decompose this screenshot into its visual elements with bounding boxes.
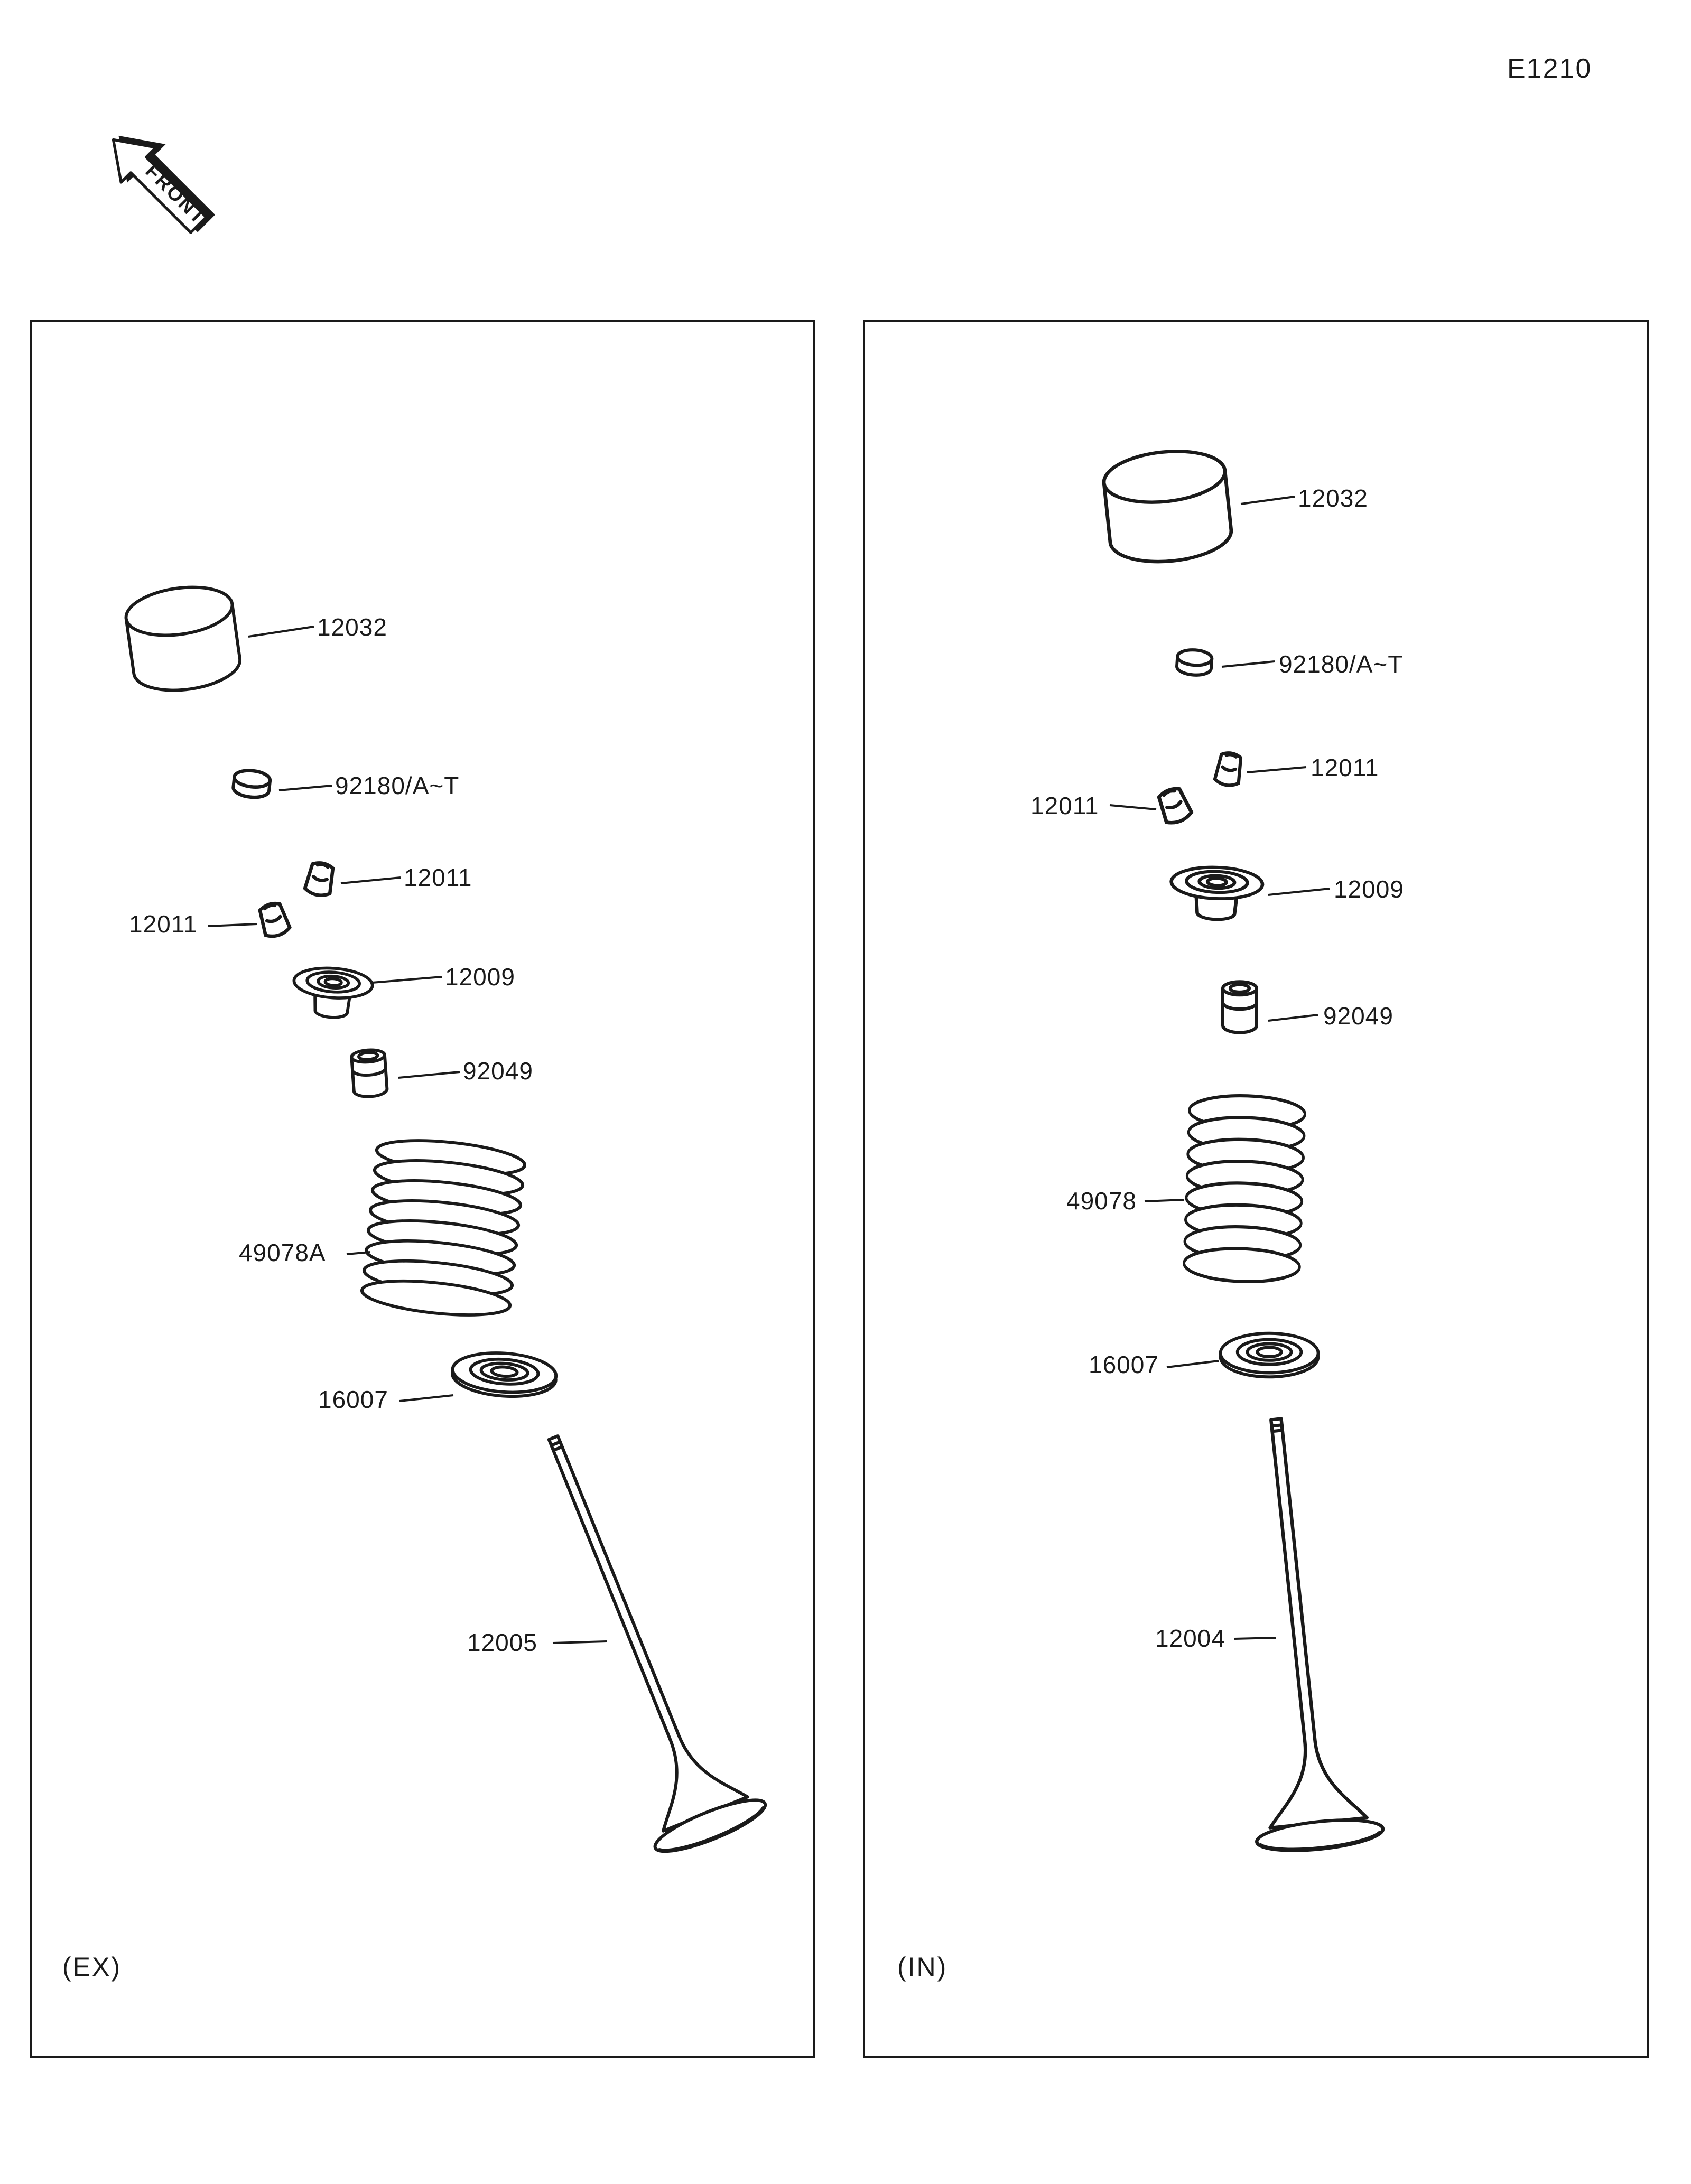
part-label-spring-retainer: 12009 [445, 963, 515, 991]
part-label-stem-seal: 92049 [463, 1057, 533, 1085]
exhaust-valve-lifter-drawing [113, 571, 254, 713]
part-label-valve-lifter: 12032 [317, 613, 387, 641]
part-label-valve-spring: 49078 [1066, 1187, 1137, 1215]
panel-caption-exhaust: (EX) [62, 1952, 122, 1982]
panel-caption-intake: (IN) [897, 1952, 948, 1982]
exhaust-spring-retainer-drawing [287, 958, 378, 1032]
part-label-spring-seat: 16007 [318, 1386, 388, 1413]
intake-valve-spring-drawing [1178, 1090, 1311, 1287]
part-label-valve-spring: 49078A [239, 1239, 326, 1266]
part-label-keeper-left: 12011 [129, 910, 198, 938]
part-label-keeper-right: 12011 [404, 864, 472, 891]
part-label-intake-valve: 12004 [1155, 1625, 1225, 1652]
intake-keeper-right-drawing [1208, 746, 1250, 794]
part-label-valve-lifter: 12032 [1298, 484, 1368, 512]
part-label-stem-seal: 92049 [1323, 1002, 1393, 1030]
intake-valve-lifter-drawing [1090, 435, 1245, 584]
exhaust-spring-seat-drawing [446, 1342, 562, 1410]
exhaust-valve-spring-drawing [354, 1131, 533, 1324]
intake-stem-seal-drawing [1212, 976, 1267, 1040]
intake-spring-seat-drawing [1216, 1326, 1322, 1386]
part-label-keeper-left: 12011 [1030, 792, 1099, 819]
exhaust-shim-drawing [223, 762, 280, 808]
intake-spring-retainer-drawing [1166, 857, 1268, 934]
part-label-shim: 92180/A~T [335, 772, 460, 799]
part-label-keeper-right: 12011 [1311, 754, 1379, 781]
exhaust-stem-seal-drawing [340, 1043, 398, 1105]
intake-shim-drawing [1168, 643, 1221, 685]
part-label-exhaust-valve: 12005 [467, 1629, 537, 1656]
part-label-shim: 92180/A~T [1279, 650, 1404, 678]
part-label-spring-retainer: 12009 [1334, 875, 1404, 903]
front-arrow-icon: FRONT [112, 135, 216, 234]
page-code: E1210 [1507, 53, 1592, 84]
part-label-spring-seat: 16007 [1089, 1351, 1159, 1378]
